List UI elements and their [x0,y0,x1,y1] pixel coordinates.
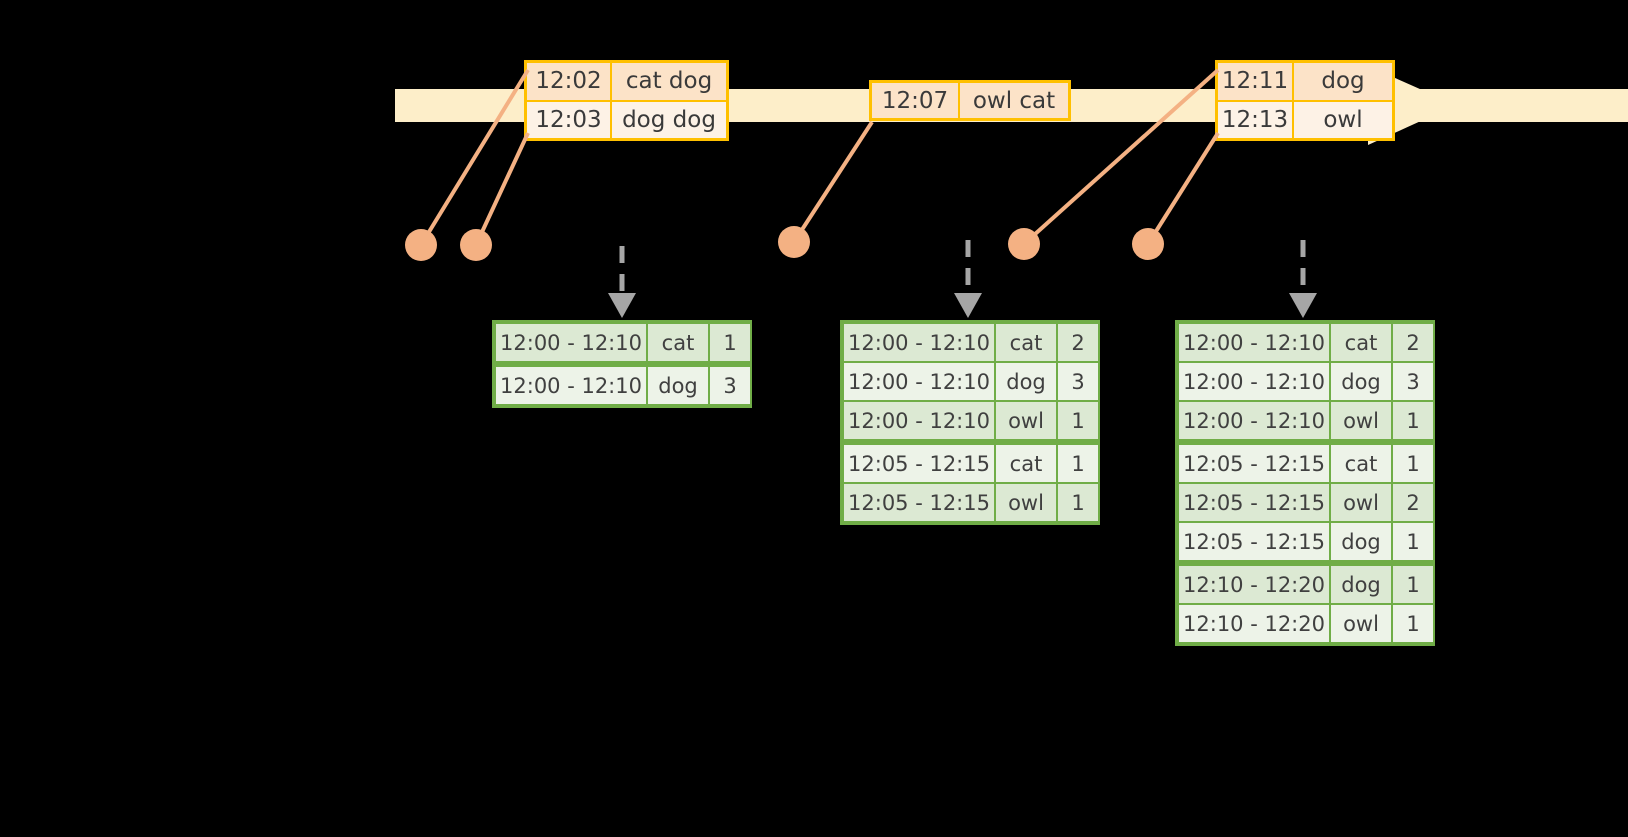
connector-line-12-07 [792,120,874,244]
cell-window: 12:10 - 12:20 [1179,605,1329,642]
table-row[interactable]: 12:05 - 12:15 owl 1 [844,484,1098,521]
event-words: owl cat [960,83,1068,118]
cell-count: 1 [1393,566,1433,603]
cell-count: 3 [1058,363,1098,400]
cell-count: 1 [1393,445,1433,482]
event-row[interactable]: 12:11 dog [1218,63,1392,100]
cell-window: 12:00 - 12:10 [844,324,994,361]
event-time: 12:11 [1218,63,1294,100]
event-box-batch-3[interactable]: 12:11 dog 12:13 owl [1215,60,1395,141]
table-row[interactable]: 12:00 - 12:10 cat 1 [496,324,750,361]
cell-window: 12:05 - 12:15 [844,445,994,482]
result-table-3[interactable]: 12:00 - 12:10 cat 2 12:00 - 12:10 dog 3 … [1175,320,1435,646]
table-row[interactable]: 12:05 - 12:15 cat 1 [844,445,1098,482]
event-time: 12:07 [872,83,960,118]
result-table-2[interactable]: 12:00 - 12:10 cat 2 12:00 - 12:10 dog 3 … [840,320,1100,525]
table-row[interactable]: 12:10 - 12:20 dog 1 [1179,566,1433,603]
result-table-1[interactable]: 12:00 - 12:10 cat 1 12:00 - 12:10 dog 3 [492,320,752,408]
table-row[interactable]: 12:00 - 12:10 dog 3 [1179,363,1433,400]
event-box-batch-1[interactable]: 12:02 cat dog 12:03 dog dog [524,60,729,141]
event-time: 12:13 [1218,101,1294,138]
cell-window: 12:00 - 12:10 [496,367,646,404]
event-row[interactable]: 12:07 owl cat [872,83,1068,118]
cell-count: 1 [1058,402,1098,439]
event-time: 12:02 [527,63,612,100]
dot-12-02[interactable] [405,229,437,261]
table-row[interactable]: 12:00 - 12:10 owl 1 [1179,402,1433,439]
table-row[interactable]: 12:05 - 12:15 dog 1 [1179,523,1433,560]
table-row[interactable]: 12:10 - 12:20 owl 1 [1179,605,1433,642]
cell-word: dog [996,363,1056,400]
event-words: dog [1294,63,1392,100]
cell-count: 1 [1393,605,1433,642]
cell-window: 12:00 - 12:10 [1179,363,1329,400]
cell-count: 1 [1058,484,1098,521]
cell-window: 12:00 - 12:10 [1179,402,1329,439]
cell-word: dog [1331,523,1391,560]
dot-12-13[interactable] [1132,228,1164,260]
table-row[interactable]: 12:00 - 12:10 dog 3 [496,367,750,404]
cell-window: 12:00 - 12:10 [844,402,994,439]
cell-word: cat [1331,445,1391,482]
cell-word: owl [1331,605,1391,642]
cell-count: 2 [1058,324,1098,361]
dot-12-11[interactable] [1008,228,1040,260]
table-row[interactable]: 12:05 - 12:15 cat 1 [1179,445,1433,482]
connector-line-12-03 [474,132,530,246]
event-words: cat dog [612,63,726,100]
event-box-batch-2[interactable]: 12:07 owl cat [869,80,1071,121]
cell-word: dog [648,367,708,404]
cell-word: cat [648,324,708,361]
cell-word: dog [1331,363,1391,400]
dashed-arrow-head-2 [954,293,982,318]
table-row[interactable]: 12:00 - 12:10 cat 2 [1179,324,1433,361]
event-time: 12:03 [527,101,612,138]
connector-line-12-13 [1146,131,1220,246]
cell-window: 12:00 - 12:10 [1179,324,1329,361]
cell-window: 12:10 - 12:20 [1179,566,1329,603]
cell-count: 1 [1393,523,1433,560]
cell-word: cat [996,324,1056,361]
cell-window: 12:00 - 12:10 [496,324,646,361]
table-row[interactable]: 12:00 - 12:10 dog 3 [844,363,1098,400]
cell-count: 1 [710,324,750,361]
cell-word: owl [996,484,1056,521]
dashed-arrow-head-3 [1289,293,1317,318]
event-row[interactable]: 12:03 dog dog [527,99,726,138]
cell-window: 12:05 - 12:15 [1179,445,1329,482]
dot-12-07[interactable] [778,226,810,258]
cell-window: 12:05 - 12:15 [844,484,994,521]
cell-word: cat [996,445,1056,482]
cell-window: 12:00 - 12:10 [844,363,994,400]
cell-word: owl [1331,402,1391,439]
cell-window: 12:05 - 12:15 [1179,484,1329,521]
cell-word: owl [996,402,1056,439]
table-row[interactable]: 12:05 - 12:15 owl 2 [1179,484,1433,521]
dot-12-03[interactable] [460,229,492,261]
table-row[interactable]: 12:00 - 12:10 cat 2 [844,324,1098,361]
event-words: dog dog [612,101,726,138]
cell-count: 2 [1393,484,1433,521]
cell-count: 3 [1393,363,1433,400]
dashed-arrow-head-1 [608,293,636,318]
event-words: owl [1294,101,1392,138]
cell-word: owl [1331,484,1391,521]
cell-window: 12:05 - 12:15 [1179,523,1329,560]
table-row[interactable]: 12:00 - 12:10 owl 1 [844,402,1098,439]
cell-count: 3 [710,367,750,404]
cell-count: 1 [1393,402,1433,439]
event-row[interactable]: 12:13 owl [1218,99,1392,138]
event-row[interactable]: 12:02 cat dog [527,63,726,100]
cell-count: 1 [1058,445,1098,482]
cell-word: dog [1331,566,1391,603]
cell-word: cat [1331,324,1391,361]
cell-count: 2 [1393,324,1433,361]
